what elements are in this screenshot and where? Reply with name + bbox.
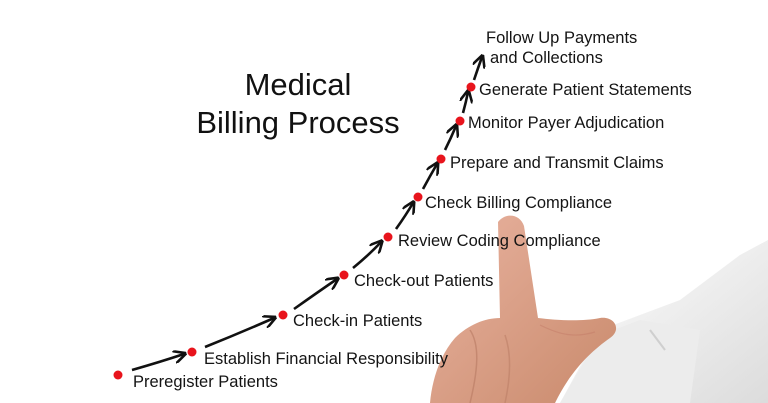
step-check-in-patients: Check-in Patients bbox=[293, 312, 423, 330]
title-line-2: Billing Process bbox=[196, 105, 400, 140]
step-establish-financial-responsibility: Establish Financial Responsibility bbox=[204, 350, 448, 368]
shirt-sleeve-image bbox=[560, 240, 768, 403]
step-dots bbox=[113, 82, 476, 380]
step-monitor-payer-adjudication: Monitor Payer Adjudication bbox=[468, 114, 665, 132]
step-preregister-patients: Preregister Patients bbox=[133, 373, 278, 391]
step-prepare-transmit-claims: Prepare and Transmit Claims bbox=[450, 154, 664, 172]
step-follow-up-payments: Follow Up Payments and Collections bbox=[486, 28, 637, 68]
step-follow-up-line-1: Follow Up Payments bbox=[486, 29, 638, 47]
step-follow-up-line-2: and Collections bbox=[490, 49, 603, 67]
title-line-1: Medical bbox=[244, 67, 352, 102]
step-review-coding-compliance: Review Coding Compliance bbox=[398, 232, 601, 250]
step-check-billing-compliance: Check Billing Compliance bbox=[425, 194, 613, 212]
step-check-out-patients: Check-out Patients bbox=[354, 272, 494, 290]
step-generate-patient-statements: Generate Patient Statements bbox=[479, 81, 692, 99]
page-title: Medical Billing Process bbox=[170, 66, 426, 142]
process-arrows bbox=[131, 57, 482, 372]
pointing-hand-image bbox=[430, 215, 617, 403]
